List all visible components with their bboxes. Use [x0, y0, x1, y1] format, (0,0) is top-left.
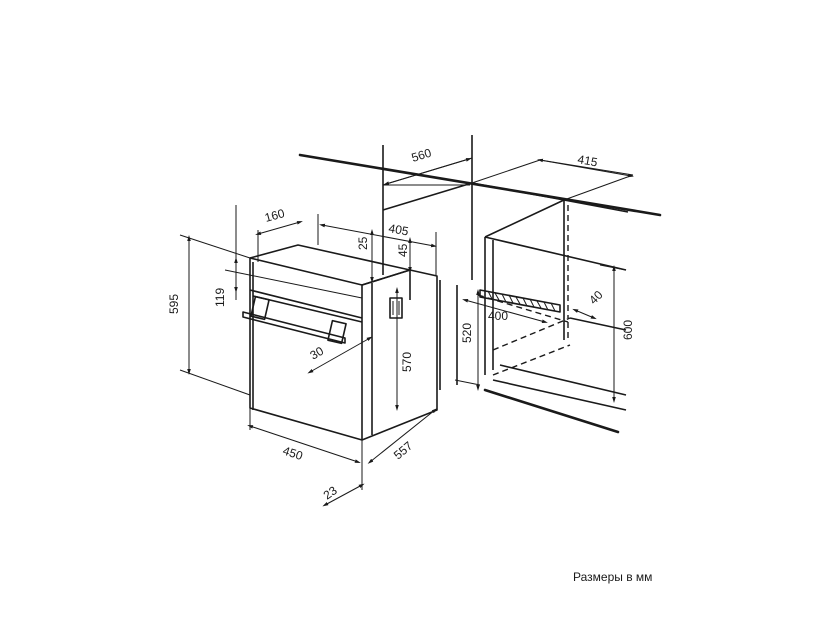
dim-23: 23	[321, 483, 340, 502]
dim-570: 570	[400, 352, 414, 372]
dim-400: 400	[488, 309, 508, 323]
dim-560: 560	[410, 146, 434, 165]
dim-25: 25	[356, 236, 370, 250]
dimension-lines	[179, 157, 634, 507]
dim-45: 45	[396, 243, 410, 257]
oven-body	[242, 244, 438, 441]
dim-405: 405	[387, 221, 409, 238]
dim-450: 450	[281, 444, 305, 464]
dim-119: 119	[213, 288, 227, 307]
dim-415: 415	[576, 152, 598, 169]
dim-520: 520	[460, 323, 474, 343]
dim-595: 595	[167, 294, 181, 314]
dim-160: 160	[263, 206, 286, 225]
units-caption: Размеры в мм	[573, 570, 653, 584]
dim-40: 40	[586, 288, 606, 308]
dim-600: 600	[621, 320, 635, 340]
dim-30: 30	[308, 344, 327, 363]
